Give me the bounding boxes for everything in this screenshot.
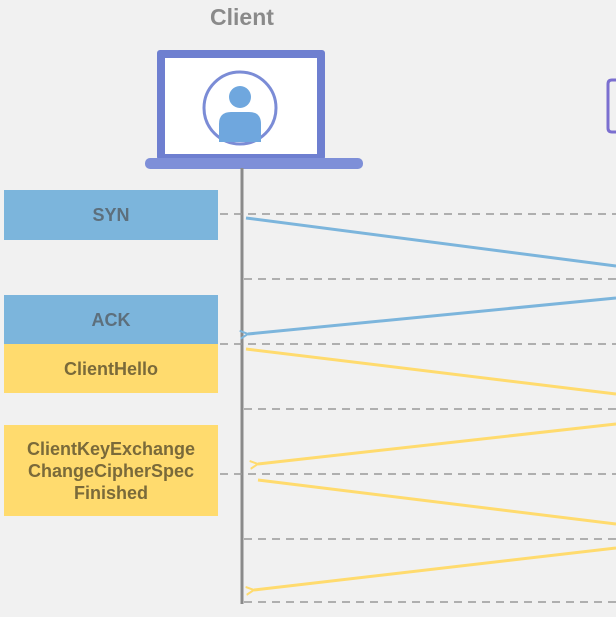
- client-key-exchange-message: ClientKeyExchange ChangeCipherSpec Finis…: [4, 425, 218, 516]
- client-hello-message: ClientHello: [4, 344, 218, 393]
- ack-label: ACK: [91, 309, 131, 330]
- client-key-exchange-label: ClientKeyExchange: [26, 438, 196, 459]
- client-hello-label: ClientHello: [63, 358, 158, 379]
- change-cipher-spec-label: ChangeCipherSpec: [27, 460, 195, 481]
- server-hello-arrow: [258, 422, 616, 464]
- syn-message: SYN: [4, 190, 218, 240]
- step-dividers: [220, 213, 616, 603]
- ack-message: ACK: [4, 295, 218, 344]
- client-title: Client: [210, 4, 274, 30]
- server-finished-arrow: [254, 546, 616, 590]
- syn-label: SYN: [92, 205, 130, 225]
- user-avatar-icon: [202, 70, 278, 146]
- key-exchange-arrow: [257, 478, 616, 526]
- finished-label: Finished: [73, 482, 148, 503]
- server-box-icon: [606, 78, 616, 134]
- syn-arrow: [245, 216, 616, 268]
- client-hello-arrow: [245, 347, 616, 396]
- syn-ack-arrow: [248, 296, 616, 334]
